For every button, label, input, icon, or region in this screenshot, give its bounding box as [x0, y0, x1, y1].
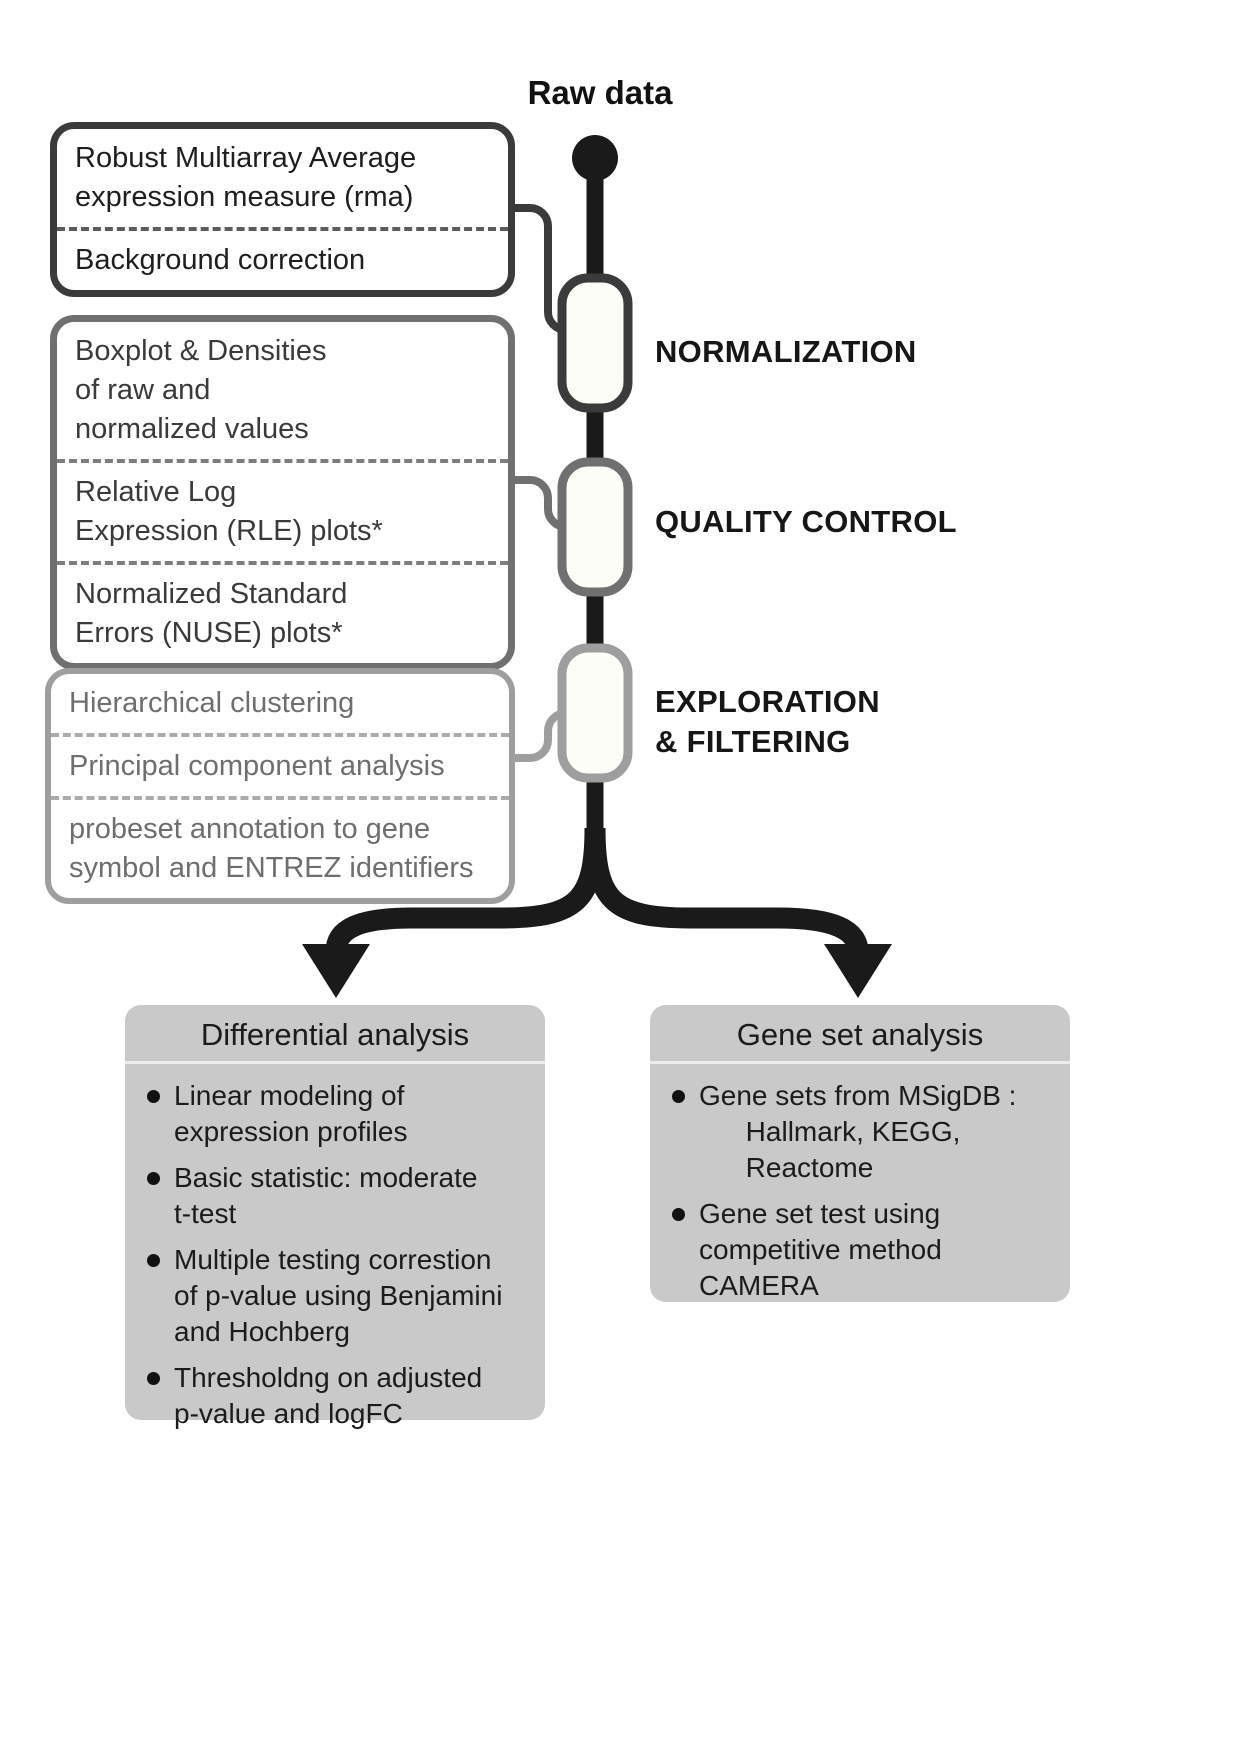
raw-data-label: Raw data [527, 74, 673, 111]
quality-control-node [557, 457, 633, 597]
gene-set-analysis-bullets: Gene sets from MSigDB : Hallmark, KEGG, … [650, 1064, 1070, 1314]
bullet-dot [672, 1208, 685, 1221]
stage-label-normalization: NORMALIZATION [655, 334, 917, 369]
exploration-methods-box: Hierarchical clustering Principal compon… [45, 668, 515, 904]
connector-normalization [512, 204, 567, 334]
list-item: Thresholdng on adjusted p-value and logF… [147, 1360, 527, 1432]
arrowhead-left [302, 944, 370, 998]
fork-right-branch [584, 827, 869, 954]
list-item: Gene sets from MSigDB : Hallmark, KEGG, … [672, 1078, 1052, 1186]
normalization-methods-box: Robust Multiarray Average expression mea… [50, 122, 515, 297]
method-item: Principal component analysis [51, 733, 509, 796]
bullet-dot [147, 1090, 160, 1103]
gene-set-analysis-box: Gene set analysis Gene sets from MSigDB … [650, 1005, 1070, 1302]
differential-analysis-bullets: Linear modeling of expression profiles B… [125, 1064, 545, 1442]
list-item: Basic statistic: moderate t-test [147, 1160, 527, 1232]
method-item: probeset annotation to gene symbol and E… [51, 796, 509, 898]
list-item: Multiple testing correstion of p-value u… [147, 1242, 527, 1350]
method-item: Background correction [57, 227, 508, 290]
connector-quality [512, 476, 567, 531]
arrowhead-right [824, 944, 892, 998]
bullet-text: Basic statistic: moderate t-test [174, 1162, 478, 1229]
differential-analysis-box: Differential analysis Linear modeling of… [125, 1005, 545, 1429]
differential-analysis-title: Differential analysis [125, 1005, 545, 1064]
connector-exploration [512, 709, 567, 762]
bullet-text: Linear modeling of expression profiles [174, 1080, 408, 1147]
gene-set-analysis-title: Gene set analysis [650, 1005, 1070, 1064]
method-item: Hierarchical clustering [69, 687, 355, 719]
bullet-text: Gene sets from MSigDB : Hallmark, KEGG, … [699, 1080, 1017, 1183]
bullet-dot [147, 1254, 160, 1267]
list-item: Linear modeling of expression profiles [147, 1078, 527, 1150]
quality-control-methods-box: Boxplot & Densities of raw and normalize… [50, 315, 515, 670]
bullet-dot [147, 1172, 160, 1185]
bullet-text: Thresholdng on adjusted p-value and logF… [174, 1362, 483, 1429]
normalization-node [557, 273, 633, 413]
raw-data-node [572, 135, 618, 181]
method-item: Normalized Standard Errors (NUSE) plots* [57, 561, 508, 663]
method-item: Boxplot & Densities of raw and normalize… [75, 335, 327, 445]
bullet-dot [147, 1372, 160, 1385]
bullet-dot [672, 1090, 685, 1103]
list-item: Gene set test using competitive method C… [672, 1196, 1052, 1304]
exploration-node [557, 643, 633, 783]
bullet-text: Gene set test using competitive method C… [699, 1198, 942, 1301]
method-item: Relative Log Expression (RLE) plots* [57, 459, 508, 561]
bullet-text: Multiple testing correstion of p-value u… [174, 1244, 503, 1347]
stage-label-quality-control: QUALITY CONTROL [655, 504, 957, 539]
method-item: Robust Multiarray Average expression mea… [75, 142, 417, 213]
stage-label-exploration-filtering: EXPLORATION & FILTERING [655, 684, 880, 759]
